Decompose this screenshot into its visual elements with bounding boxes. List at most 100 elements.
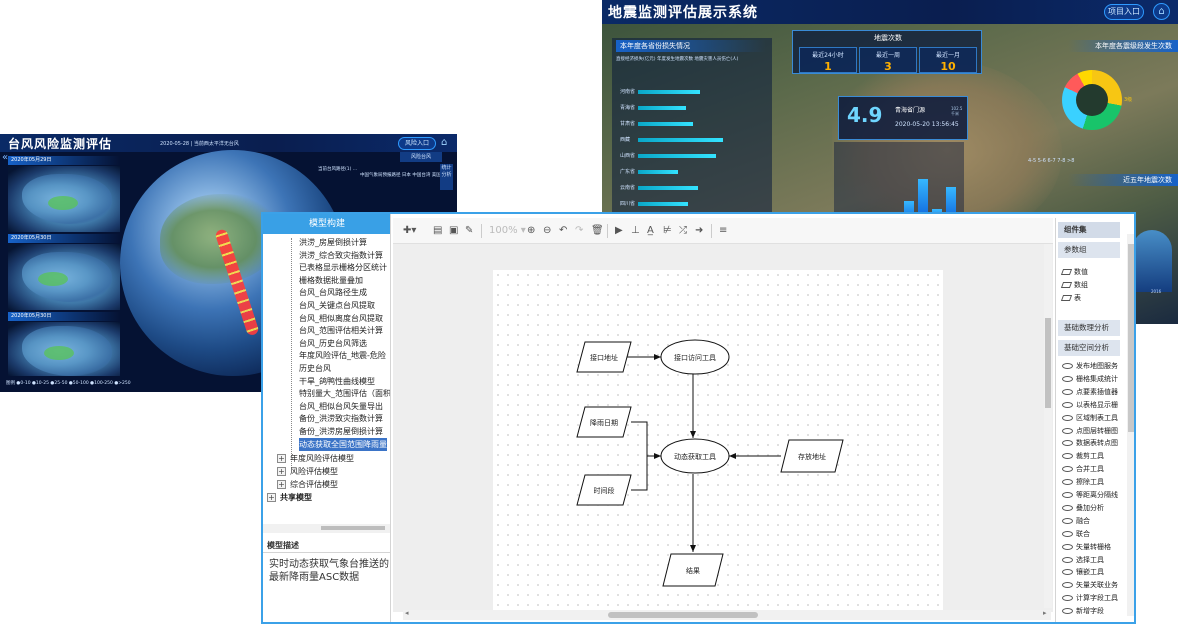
tree-model-item[interactable]: 历史台风 — [299, 364, 331, 373]
node-rain-date[interactable]: 降雨日期 — [576, 406, 632, 438]
tool-component-item[interactable]: 选择工具 — [1062, 554, 1104, 566]
tool-component-item[interactable]: 合并工具 — [1062, 463, 1104, 475]
tree-model-item[interactable]: 已表格显示栅格分区统计 — [299, 263, 387, 273]
component-set-tab[interactable]: 组件集 — [1058, 222, 1120, 238]
undo-icon[interactable]: ↶ — [559, 225, 568, 236]
node-store-address[interactable]: 存放地址 — [780, 439, 844, 473]
tool-component-item[interactable]: 联合 — [1062, 528, 1090, 540]
tool-component-item[interactable]: 发布地图服务 — [1062, 360, 1118, 372]
tool-component-item[interactable]: 以表格显示栅 — [1062, 399, 1118, 411]
ellipse-icon — [1062, 582, 1073, 589]
tree-model-item[interactable]: 备份_洪涝房屋倒损计算 — [299, 427, 383, 436]
tool-component-item[interactable]: 区域制表工具 — [1062, 412, 1118, 424]
node-interface-tool[interactable]: 接口访问工具 — [660, 339, 730, 375]
param-component-item[interactable]: 数值 — [1060, 266, 1088, 278]
tree-group-item[interactable]: 年度风险评估模型 — [290, 454, 354, 464]
tool-component-item[interactable]: 镶嵌工具 — [1062, 566, 1104, 578]
align-icon[interactable]: ⊭ — [663, 225, 672, 236]
component-label: 擦除工具 — [1076, 478, 1104, 487]
redo-icon[interactable]: ↷ — [575, 225, 584, 236]
stats-side-button[interactable]: 统计分析 — [440, 164, 453, 190]
expand-plus-icon[interactable]: + — [277, 480, 286, 490]
tool-component-item[interactable]: 矢量关联业务 — [1062, 579, 1118, 591]
shared-model-group[interactable]: 共享模型 — [280, 493, 312, 503]
tree-model-item[interactable]: 备份_洪涝致灾指数计算 — [299, 414, 383, 424]
tree-group-item[interactable]: 综合评估模型 — [290, 480, 338, 490]
tool-component-item[interactable]: 点图层转栅图 — [1062, 425, 1118, 437]
tool-component-item[interactable]: 叠加分析 — [1062, 502, 1104, 514]
home-icon[interactable]: ⌂ — [1153, 3, 1170, 20]
tree-model-item[interactable]: 台风_台风路径生成 — [299, 288, 367, 298]
zoom-level[interactable]: 100% ▾ — [489, 225, 526, 236]
component-label: 矢量转栅格 — [1076, 542, 1111, 551]
tree-model-item[interactable]: 栅格数据批量叠加 — [299, 275, 363, 285]
canvas-vertical-scrollbar[interactable] — [1044, 244, 1052, 608]
canvas-hscroll-thumb[interactable] — [608, 612, 758, 618]
tree-model-item[interactable]: 动态获取全国范围降雨量 — [299, 437, 387, 451]
typhoon-risk-entry-button[interactable]: 风险入口 — [398, 137, 436, 150]
tree-model-item[interactable]: 洪涝_综合致灾指数计算 — [299, 250, 383, 260]
tool-component-item[interactable]: 裁剪工具 — [1062, 450, 1104, 462]
tool-component-item[interactable]: 数据表转点图 — [1062, 437, 1118, 449]
collapse-left-icon[interactable]: « — [2, 152, 9, 163]
canvas-vscroll-thumb[interactable] — [1045, 318, 1051, 408]
node-result[interactable]: 结果 — [662, 553, 724, 587]
arrow-right-icon[interactable]: ➜ — [695, 225, 704, 236]
tree-model-item[interactable]: 台风_范围评估相关计算 — [299, 326, 383, 336]
zoom-in-icon[interactable]: ⊕ — [527, 225, 536, 236]
run-icon[interactable]: ▶ — [615, 225, 623, 236]
zoom-out-icon[interactable]: ⊖ — [543, 225, 552, 236]
expand-plus-icon[interactable]: + — [277, 467, 286, 477]
stop-icon[interactable]: ⊥ — [631, 225, 640, 236]
risk-typhoon-button[interactable]: 风险台风 — [400, 152, 442, 162]
tool-component-item[interactable]: 新增字段 — [1062, 605, 1104, 617]
tool-component-item[interactable]: 点要素插值器 — [1062, 386, 1118, 398]
tool-component-item[interactable]: 栅格集成统计 — [1062, 373, 1118, 385]
count-card-week[interactable]: 最近一周 3 — [859, 47, 917, 73]
tool-component-item[interactable]: 擦除工具 — [1062, 476, 1104, 488]
panel-scroll-thumb[interactable] — [1128, 244, 1134, 432]
edit-icon[interactable]: ✎ — [465, 225, 474, 236]
tree-guide-line — [291, 238, 292, 468]
home-icon[interactable]: ⌂ — [441, 137, 448, 148]
node-time-range[interactable]: 时间段 — [576, 474, 632, 506]
basic-math-tab[interactable]: 基础数理分析 — [1058, 320, 1120, 336]
tree-model-item[interactable]: 洪涝_房屋倒损计算 — [299, 238, 367, 247]
count-card-24h[interactable]: 最近24小时 1 — [799, 47, 857, 73]
tree-group-item[interactable]: 风险评估模型 — [290, 467, 338, 477]
tree-model-item[interactable]: 特别量大_范围评估（面积 — [299, 389, 391, 399]
node-interface-address[interactable]: 接口地址 — [576, 341, 632, 373]
print-icon[interactable]: ▤ — [433, 225, 443, 236]
save-icon[interactable]: ▣ — [449, 225, 459, 236]
menu-icon[interactable]: ≡ — [719, 225, 728, 236]
shuffle-icon[interactable]: ⤮ — [679, 225, 687, 236]
model-description-text: 实时动态获取气象台推送的最新降雨量ASC数据 — [269, 559, 389, 583]
delete-icon[interactable]: 🗑 — [591, 225, 604, 236]
diagram-page[interactable]: 接口地址 接口访问工具 降雨日期 时间段 动态获取工具 存放地址 — [493, 270, 943, 610]
param-component-item[interactable]: 数组 — [1060, 279, 1088, 291]
add-icon[interactable]: ✚▾ — [403, 225, 417, 236]
tree-model-item[interactable]: 台风_关键点台风提取 — [299, 301, 375, 310]
tree-model-item[interactable]: 干旱_鸽鸭性曲线模型 — [299, 376, 375, 386]
node-dynamic-tool[interactable]: 动态获取工具 — [660, 438, 730, 474]
tree-model-item[interactable]: 年度风险评估_地震-危险 — [299, 351, 386, 361]
scroll-left-icon[interactable]: ◂ — [405, 609, 409, 617]
tree-model-item[interactable]: 台风_历史台风筛选 — [299, 338, 367, 348]
tree-model-item[interactable]: 台风_相似台风矢量导出 — [299, 401, 383, 411]
tree-scroll-thumb[interactable] — [321, 526, 385, 530]
param-component-item[interactable]: 表 — [1060, 292, 1081, 304]
expand-plus-icon[interactable]: + — [277, 454, 286, 464]
tool-component-item[interactable]: 矢量转栅格 — [1062, 541, 1111, 553]
text-size-icon[interactable]: A̲ — [647, 225, 654, 236]
tree-model-item[interactable]: 台风_相似离度台风提取 — [299, 313, 383, 323]
tool-component-item[interactable]: 等距离分隔线 — [1062, 489, 1118, 501]
tool-component-item[interactable]: 计算字段工具 — [1062, 592, 1118, 604]
basic-spatial-tab[interactable]: 基础空间分析 — [1058, 340, 1120, 356]
quake-project-entry-button[interactable]: 项目入口 — [1104, 4, 1144, 20]
tool-component-item[interactable]: 融合 — [1062, 515, 1090, 527]
parameter-group-tab[interactable]: 参数组 — [1058, 242, 1120, 258]
expand-plus-icon[interactable]: + — [267, 493, 276, 503]
day-header: 2020年05月29日 — [8, 156, 120, 165]
scroll-right-icon[interactable]: ▸ — [1043, 609, 1047, 617]
count-card-month[interactable]: 最近一月 10 — [919, 47, 977, 73]
